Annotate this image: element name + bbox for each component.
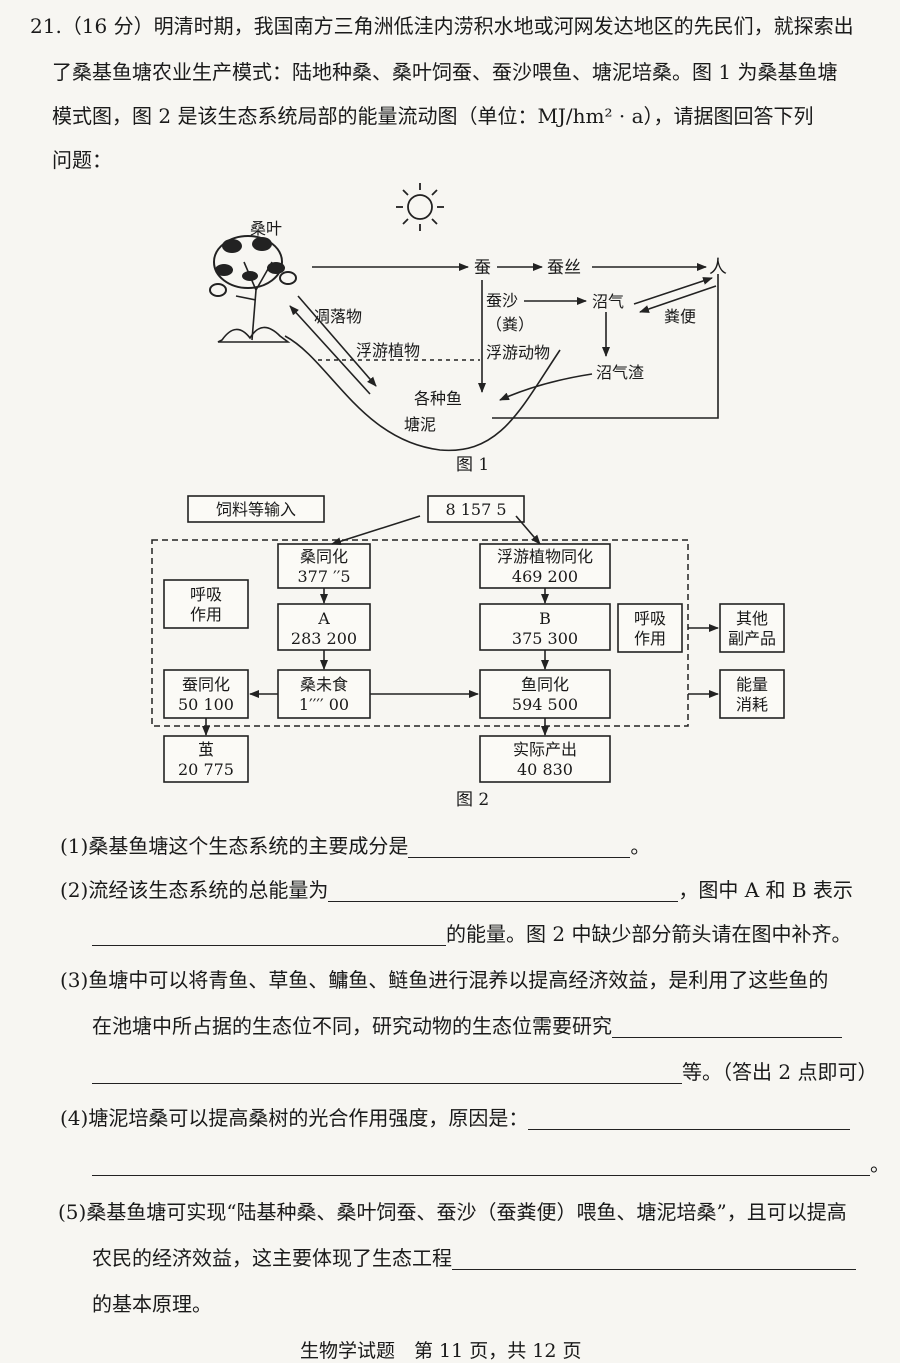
q5-line3: 的基本原理。 [92, 1292, 212, 1316]
energy-consumption-label-2: 消耗 [736, 695, 768, 714]
fish-assim-value: 594 500 [512, 695, 578, 714]
q4-answer-blank-2[interactable] [92, 1155, 870, 1176]
cocoon-label: 茧 [198, 740, 214, 759]
A-value: 283 200 [291, 629, 357, 648]
actual-output-value: 40 830 [517, 760, 573, 779]
biogas-residue-label: 沼气渣 [596, 363, 644, 382]
question-stem-line1: 21.（16 分）明清时期，我国南方三角洲低洼内涝积水地或河网发达地区的先民们，… [30, 14, 854, 38]
B-value: 375 300 [512, 629, 578, 648]
q4-line2: 。 [92, 1152, 890, 1176]
q4-end: 。 [870, 1152, 890, 1176]
q5-text2: 农民的经济效益，这主要体现了生态工程 [92, 1246, 452, 1270]
question-stem-line2: 了桑基鱼塘农业生产模式：陆地种桑、桑叶饲蚕、蚕沙喂鱼、塘泥培桑。图 1 为桑基鱼… [52, 60, 838, 84]
q1-line: (1)桑基鱼塘这个生态系统的主要成分是 。 [60, 834, 650, 858]
q2-text: (2)流经该生态系统的总能量为 [60, 878, 329, 902]
phytoplankton-label: 浮游植物 [356, 341, 420, 360]
zooplankton-label: 浮游动物 [486, 343, 550, 362]
A-label: A [317, 609, 330, 628]
respiration-right-label-1: 呼吸 [634, 609, 666, 628]
q2-answer-blank-2[interactable] [92, 925, 446, 946]
litter-label: 凋落物 [314, 307, 362, 326]
q5-line2: 农民的经济效益，这主要体现了生态工程 [92, 1246, 856, 1270]
q3-text2: 在池塘中所占据的生态位不同，研究动物的生态位需要研究 [92, 1014, 612, 1038]
top-input-value: 8 157 5 [445, 500, 506, 519]
respiration-left-label-1: 呼吸 [190, 585, 222, 604]
respiration-right-label-2: 作用 [634, 629, 666, 648]
q3-line1: (3)鱼塘中可以将青鱼、草鱼、鳙鱼、鲢鱼进行混养以提高经济效益，是利用了这些鱼的 [60, 968, 829, 992]
q3-line3: 等。（答出 2 点即可） [92, 1060, 877, 1084]
q3-answer-blank-2[interactable] [92, 1063, 682, 1084]
q3-answer-blank-1[interactable] [612, 1017, 842, 1038]
mulberry-tree-icon [209, 235, 297, 343]
q2-line1: (2)流经该生态系统的总能量为 ，图中 A 和 B 表示 [60, 878, 853, 902]
q5-line1: (5)桑基鱼塘可实现“陆基种桑、桑叶饲蚕、蚕沙（蚕粪便）喂鱼、塘泥培桑”，且可以… [58, 1200, 847, 1224]
q3-end: 等。（答出 2 点即可） [682, 1060, 878, 1084]
mulberry-assim-value: 377 ′′5 [297, 567, 350, 586]
q4-text: (4)塘泥培桑可以提高桑树的光合作用强度，原因是： [60, 1106, 529, 1130]
B-label: B [539, 609, 551, 628]
figure-1-diagram: 桑叶 蚕 蚕丝 人 蚕沙 （粪） 沼气 粪便 沼气渣 浮游动物 凋落物 [209, 183, 727, 452]
unconsumed-value: 1′′′′ 00 [299, 695, 349, 714]
human-label: 人 [709, 257, 727, 278]
sun-icon [396, 183, 444, 231]
fish-assim-label: 鱼同化 [521, 675, 569, 694]
silkworm-assim-label: 蚕同化 [182, 675, 230, 694]
silkworm-feces-label: 蚕沙 [486, 291, 518, 310]
q2-line2: 的能量。图 2 中缺少部分箭头请在图中补齐。 [92, 922, 851, 946]
unconsumed-label: 桑未食 [300, 675, 348, 694]
plankton-assim-value: 469 200 [512, 567, 578, 586]
respiration-left-label-2: 作用 [190, 605, 222, 624]
question-stem-line4: 问题： [52, 148, 112, 172]
feed-input-label: 饲料等输入 [216, 500, 296, 519]
other-products-label-2: 副产品 [728, 629, 776, 648]
q2-mid: ，图中 A 和 B 表示 [678, 878, 853, 902]
figures-svg: 桑叶 蚕 蚕丝 人 蚕沙 （粪） 沼气 粪便 沼气渣 浮游动物 凋落物 [151, 183, 785, 810]
mulberry-assim-label: 桑同化 [300, 547, 348, 566]
figure-1-caption: 图 1 [456, 455, 489, 475]
other-products-label-1: 其他 [736, 609, 768, 628]
q2-end: 的能量。图 2 中缺少部分箭头请在图中补齐。 [446, 922, 852, 946]
biogas-label: 沼气 [592, 292, 624, 311]
silk-label: 蚕丝 [547, 258, 581, 278]
page-footer: 生物学试题 第 11 页，共 12 页 [300, 1340, 582, 1362]
q4-answer-blank-1[interactable] [528, 1109, 851, 1130]
figure-2-caption: 图 2 [456, 790, 489, 810]
fish-label: 各种鱼 [414, 389, 462, 408]
cocoon-value: 20 775 [178, 760, 234, 779]
q1-answer-blank[interactable] [408, 837, 631, 858]
silkworm-assim-value: 50 100 [178, 695, 234, 714]
figure-2-diagram: 饲料等输入 8 157 5 桑同化 377 ′′5 浮游植物同化 469 200… [151, 495, 785, 783]
q1-end: 。 [630, 834, 651, 858]
question-stem-line3: 模式图，图 2 是该生态系统局部的能量流动图（单位：MJ/hm² · a），请据… [52, 104, 814, 128]
silkworm-label: 蚕 [474, 258, 491, 278]
plankton-assim-label: 浮游植物同化 [497, 547, 593, 566]
mulberry-leaf-label: 桑叶 [250, 219, 282, 238]
q2-answer-blank-1[interactable] [328, 881, 679, 902]
q5-answer-blank[interactable] [452, 1249, 856, 1270]
q4-line1: (4)塘泥培桑可以提高桑树的光合作用强度，原因是： [60, 1106, 851, 1130]
excrement-label: 粪便 [664, 307, 696, 326]
actual-output-label: 实际产出 [513, 740, 577, 759]
q1-text: (1)桑基鱼塘这个生态系统的主要成分是 [60, 834, 409, 858]
energy-consumption-label-1: 能量 [736, 675, 768, 694]
silkworm-feces-paren-label: （粪） [486, 315, 534, 334]
q3-line2: 在池塘中所占据的生态位不同，研究动物的生态位需要研究 [92, 1014, 842, 1038]
pond-mud-label: 塘泥 [404, 415, 436, 434]
